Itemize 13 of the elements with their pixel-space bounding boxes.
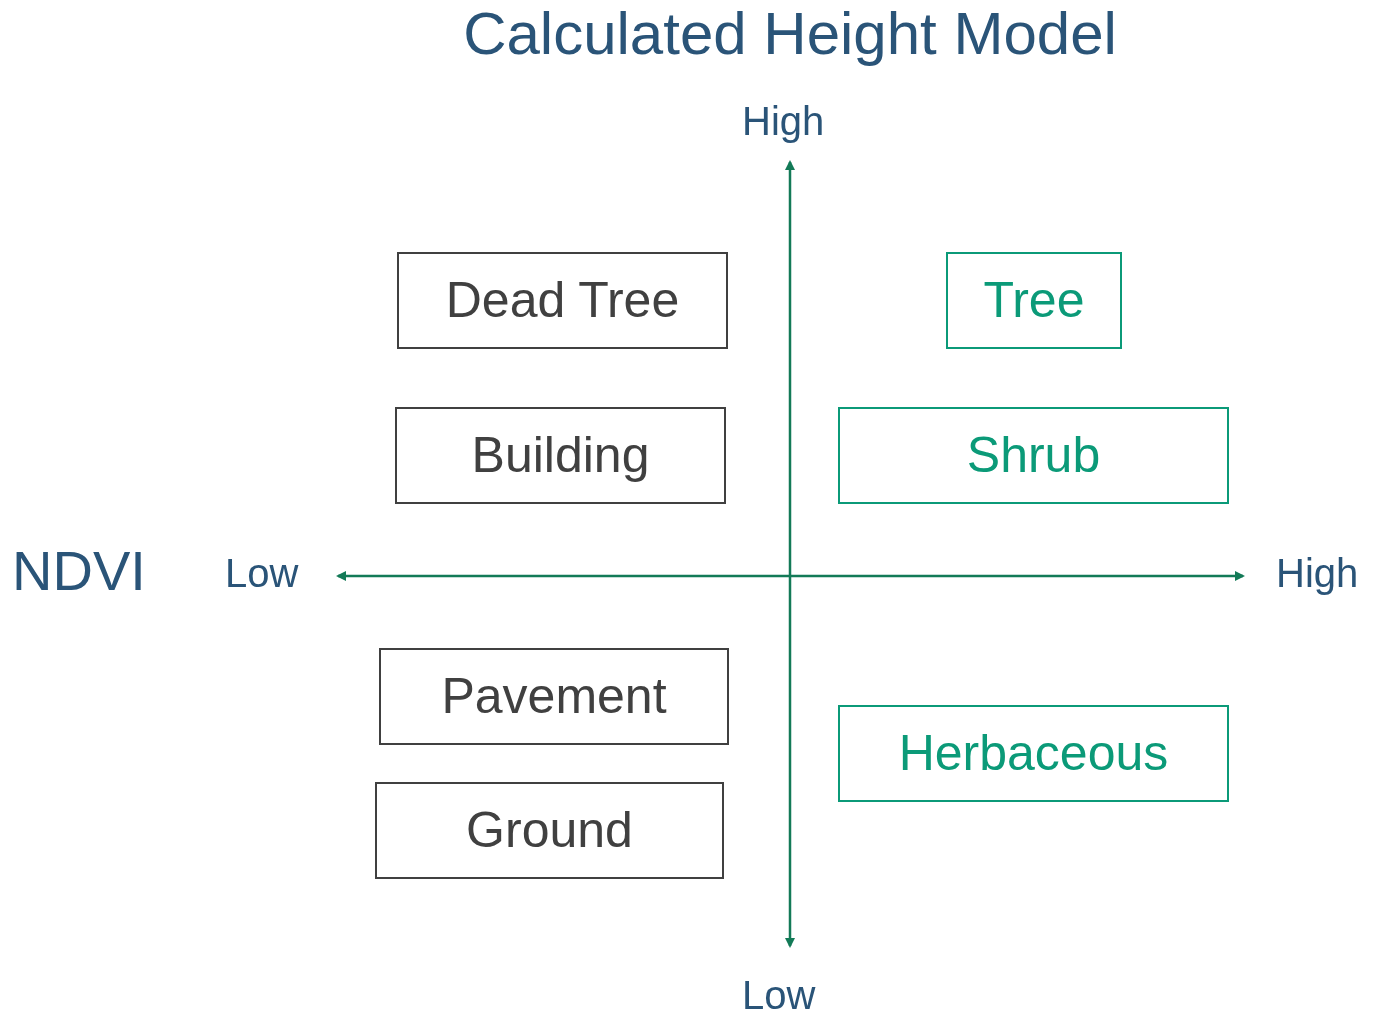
axis-label: Low [742,972,816,1012]
category-box: Shrub [838,407,1229,504]
category-box: Dead Tree [397,252,728,349]
category-box: Pavement [379,648,729,745]
title: Calculated Height Model [462,0,1118,69]
category-box: Herbaceous [838,705,1229,802]
axis-label: Low [225,550,299,597]
category-box: Tree [946,252,1122,349]
category-box: Ground [375,782,724,879]
category-box: Building [395,407,726,504]
axis-label: High [742,98,825,145]
axis-label: NDVI [12,538,146,604]
axis-label: High [1276,550,1359,597]
